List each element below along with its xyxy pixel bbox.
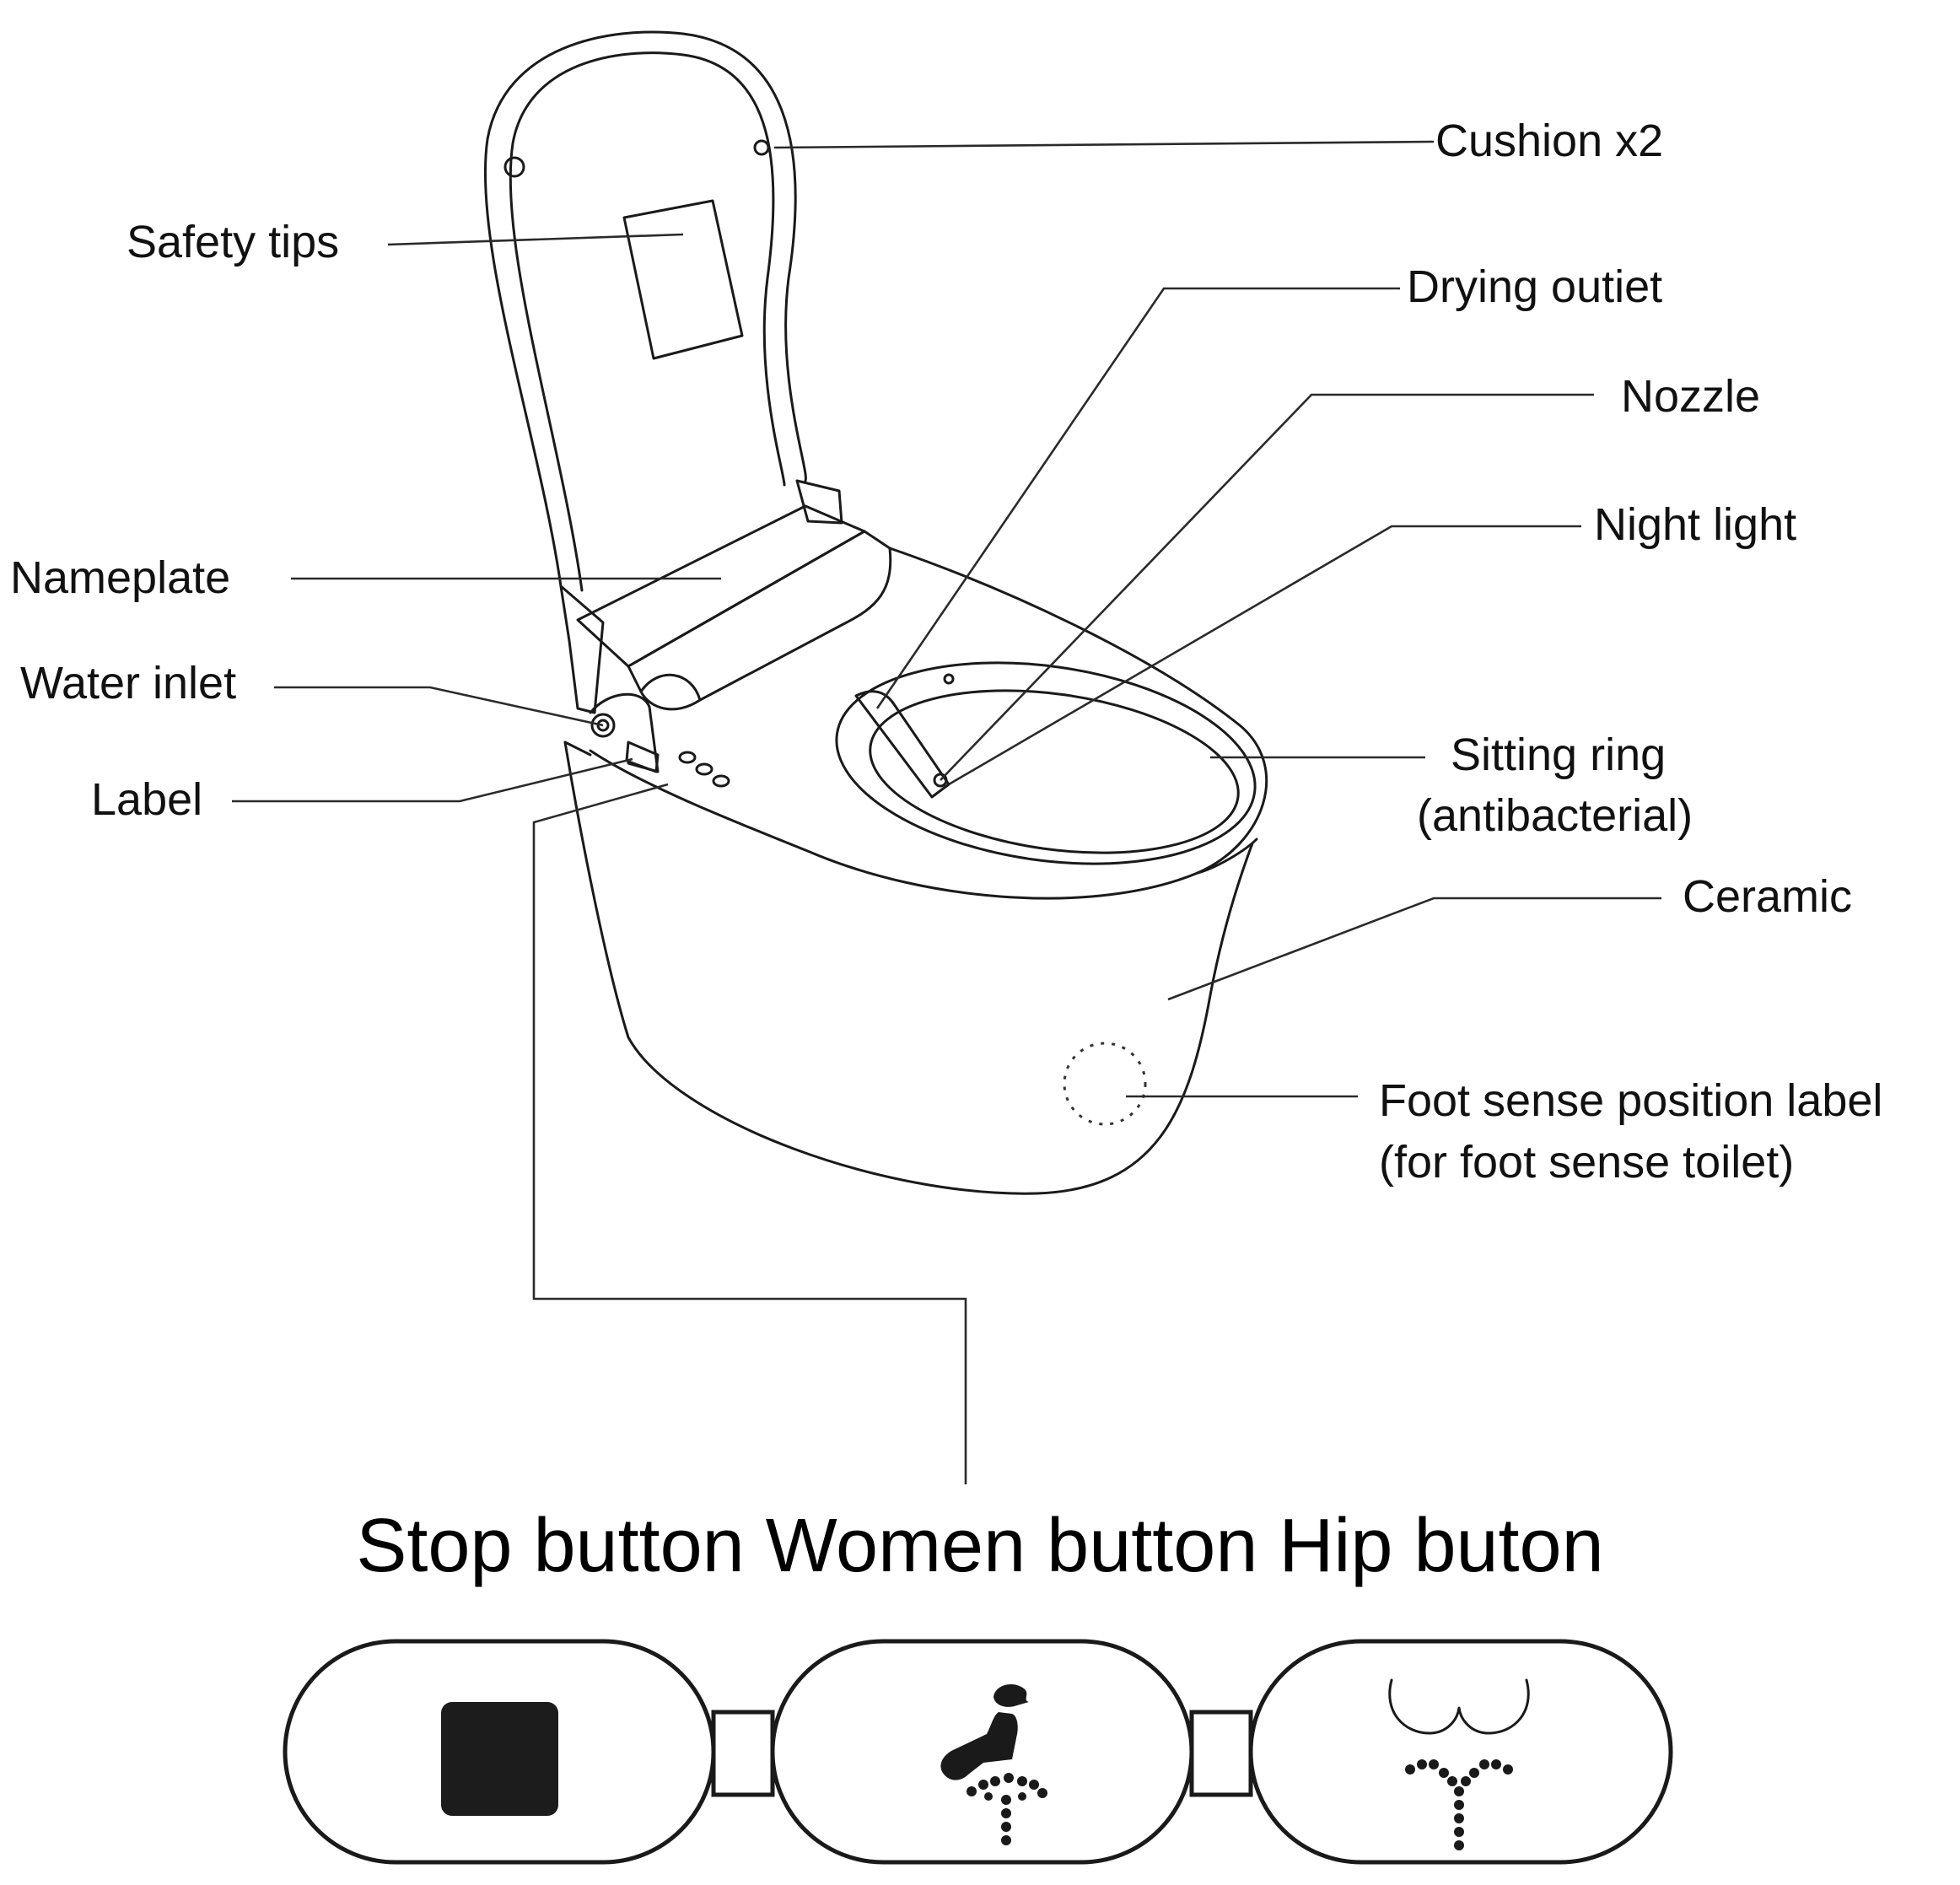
label-foot-sense: Foot sense position label [1379,1075,1883,1126]
seat-back-panel [576,504,892,788]
leader-lines [232,140,1661,1484]
women-wash-icon [940,1684,1047,1845]
label-drying-outlet: Drying outiet [1407,261,1663,312]
hip-button[interactable] [1248,1639,1673,1865]
button-panel [283,1639,1673,1865]
label-sitting-ring: Sitting ring [1451,730,1667,780]
label-safety-tips: Safety tips [127,217,340,267]
label-cushion: Cushion x2 [1435,116,1664,166]
label-foot-sense-note: (for foot sense toilet) [1379,1137,1795,1188]
label-nameplate: Nameplate [10,552,231,603]
label-sitting-ring-note: (antibacterial) [1417,790,1693,841]
safety-tips-sticker [622,199,744,360]
label-night-light: Night light [1594,499,1797,550]
toilet-bowl [563,741,1258,1195]
label-water-inlet: Water inlet [20,658,237,708]
buttons-title: Stop button Women button Hip buton [356,1504,1604,1588]
stop-button[interactable] [283,1639,716,1865]
women-button[interactable] [770,1639,1194,1865]
label-label: Label [91,774,203,825]
label-nozzle: Nozzle [1621,371,1761,422]
toilet-lid [483,30,843,714]
label-ceramic: Ceramic [1683,871,1853,922]
foot-sense-dotted-circle [1063,1042,1147,1126]
hip-wash-icon [1388,1678,1530,1850]
seat-ring [589,547,1268,900]
stop-square-icon [441,1702,558,1816]
